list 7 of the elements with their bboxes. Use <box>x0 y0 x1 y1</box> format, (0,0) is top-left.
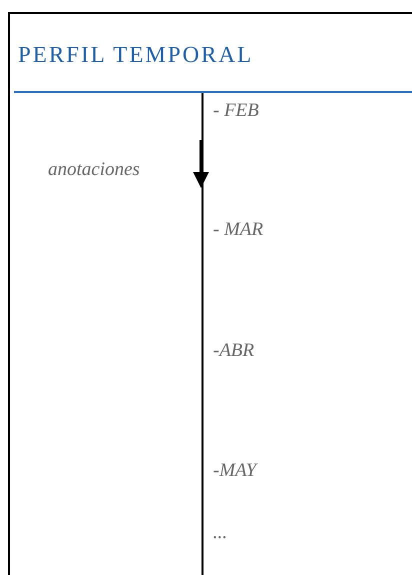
ellipsis-label: ... <box>213 522 228 544</box>
month-label: -MAY <box>213 460 256 482</box>
annotation-label: anotaciones <box>48 159 140 181</box>
month-label: - MAR <box>213 219 264 241</box>
month-label: - FEB <box>213 100 259 122</box>
diagram-title: PERFIL TEMPORAL <box>18 42 254 68</box>
month-label: -ABR <box>213 340 254 362</box>
